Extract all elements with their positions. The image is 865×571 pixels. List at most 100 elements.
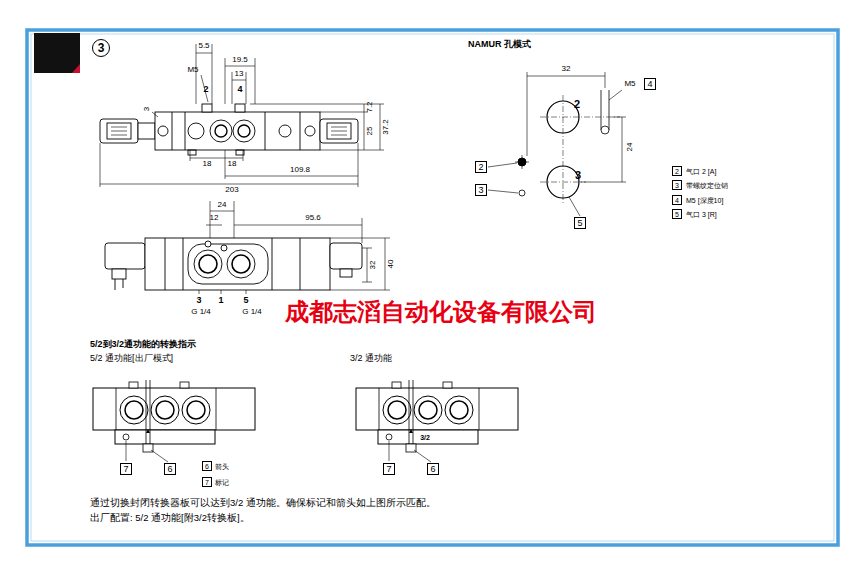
callout-number: 6 (427, 463, 439, 475)
dimension-lines (234, 201, 235, 238)
top-view (331, 135, 347, 136)
dimension: 203 (225, 186, 238, 194)
dimension-lines (199, 201, 390, 294)
dimension-lines (225, 66, 255, 67)
top-view (188, 123, 204, 139)
top-view (331, 131, 347, 132)
top-view (172, 112, 173, 150)
dimension: 12 (210, 214, 219, 222)
frame (27, 30, 838, 545)
top-view (188, 150, 196, 155)
dimension: 24 (218, 201, 227, 209)
callout-number: 4 (672, 195, 682, 205)
dimension-lines (221, 290, 222, 294)
port-number: 2 (203, 85, 208, 94)
top-view (138, 123, 155, 139)
dimension-lines (225, 176, 358, 177)
conversion-views (93, 380, 255, 452)
conversion-views (93, 380, 518, 452)
dimension-lines (225, 150, 226, 179)
callout-text: 3 (98, 42, 105, 54)
dimension: 25 (366, 127, 374, 136)
dimension-lines (358, 143, 359, 187)
dimension-lines (210, 211, 234, 212)
thread-size: M5 (187, 66, 198, 74)
top-view (185, 112, 186, 150)
dimension: 32 (562, 65, 571, 73)
port-number: 1 (218, 296, 223, 305)
front-view (112, 269, 126, 279)
leader-lines (389, 441, 390, 461)
callout-text: 4 (675, 197, 679, 204)
namur-pattern (609, 90, 622, 100)
top-view (305, 126, 315, 136)
top-view (100, 104, 358, 155)
port-number: 2 (574, 99, 580, 110)
callout-number: 6 (164, 463, 176, 475)
dimension-lines (234, 225, 362, 226)
dimension-lines (243, 150, 244, 161)
legend-text: 带螺纹定位销 (686, 182, 728, 189)
callout-number: 3 (672, 180, 682, 190)
namur-pattern (540, 182, 586, 183)
callout-number: 7 (202, 477, 212, 487)
namur-pattern (580, 182, 626, 183)
plate-marking: 3/2 (420, 434, 430, 441)
circled-number: 3 (92, 39, 110, 57)
leader-lines (151, 450, 168, 462)
front-view (188, 244, 268, 284)
dimension-lines (320, 150, 384, 151)
callout-number: 2 (672, 166, 682, 176)
dimension-lines (190, 158, 243, 159)
dimension-lines (364, 104, 365, 150)
front-view (300, 238, 301, 290)
top-view (202, 104, 212, 112)
namur-pattern (601, 126, 609, 134)
dimension: 32 (369, 261, 377, 270)
front-view (115, 279, 116, 290)
dimension-lines (100, 184, 358, 185)
dimension-lines (330, 238, 390, 239)
callout-text: 6 (167, 465, 172, 474)
top-view (158, 126, 168, 136)
dimension: 13 (235, 70, 244, 78)
callout-text: 5 (675, 211, 679, 218)
callout-text: 6 (205, 463, 209, 470)
frame (31, 34, 834, 541)
dimension: 7.2 (366, 101, 374, 112)
front-view (183, 238, 184, 290)
namur-pattern (569, 197, 580, 216)
front-view (123, 279, 124, 288)
namur-pattern (522, 155, 523, 169)
corner-tab (34, 33, 80, 73)
namur-pattern (488, 72, 626, 216)
dimension: 18 (203, 160, 212, 168)
callout-number: 6 (202, 461, 212, 471)
dimension-lines (330, 290, 390, 291)
dimension-lines (100, 44, 384, 187)
dimension-lines (255, 58, 256, 104)
front-view (330, 243, 362, 269)
namur-pattern (601, 90, 602, 130)
callout-text: 7 (123, 465, 128, 474)
callout-number: 7 (383, 463, 395, 475)
corner-tab (34, 33, 80, 73)
front-view (232, 255, 250, 273)
view-title: 5/2 通功能[出厂模式] (90, 354, 173, 363)
dimension-lines (385, 238, 386, 290)
dimension-lines (199, 290, 200, 294)
dimension-lines (201, 75, 208, 102)
callout-text: 2 (675, 168, 679, 175)
thread-size: G 1/4 (242, 308, 262, 316)
legend-text: 气口 2 [A] (686, 168, 716, 175)
top-view (215, 125, 227, 137)
front-view (227, 250, 255, 278)
port-number: 3 (575, 170, 581, 181)
front-view (340, 269, 352, 277)
top-view (100, 119, 138, 143)
section-title: NAMUR 孔模式 (468, 40, 531, 49)
front-view (194, 250, 222, 278)
top-view (320, 119, 358, 143)
callout-text: 2 (478, 163, 483, 172)
